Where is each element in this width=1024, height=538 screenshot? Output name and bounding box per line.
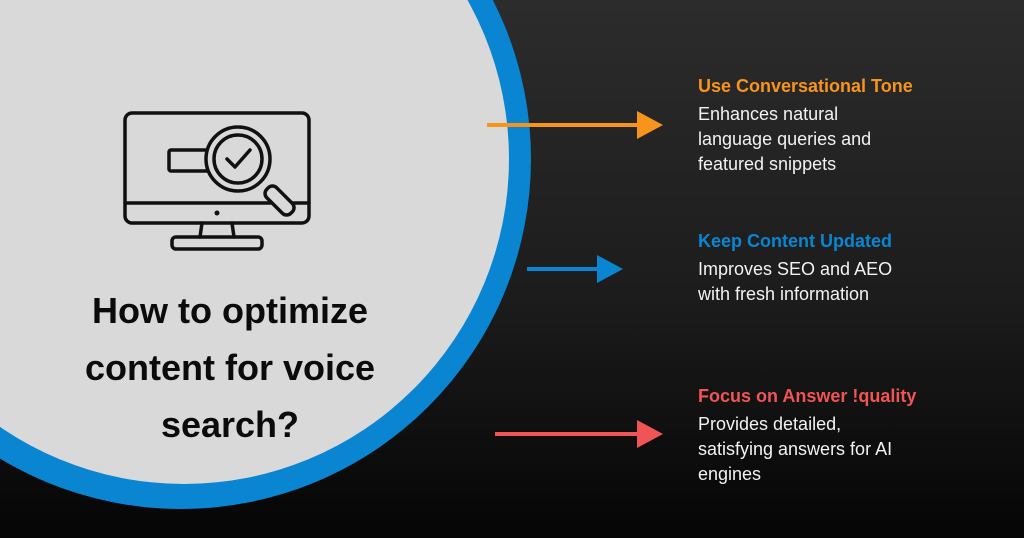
arrow-2-head [597,255,623,283]
arrow-1-shaft [487,123,639,127]
arrow-3 [495,420,663,448]
tip-answer-quality: Focus on Answer !quality Provides detail… [698,385,998,487]
tip-heading: Focus on Answer !quality [698,386,917,406]
page-title: How to optimize content for voice search… [84,290,376,445]
tip-conversational-tone: Use Conversational Tone Enhances natural… [698,75,998,177]
arrow-3-shaft [495,432,639,436]
tip-heading: Use Conversational Tone [698,76,913,96]
tip-description: Enhances natural language queries and fe… [698,104,872,174]
tip-heading: Keep Content Updated [698,231,893,251]
tip-description: Provides detailed, satisfying answers fo… [698,414,893,484]
arrow-2 [527,255,623,283]
monitor-magnifier-check-icon [123,111,311,251]
arrow-3-head [637,420,663,448]
arrow-2-shaft [527,267,599,271]
arrow-1 [487,111,663,139]
tip-description: Improves SEO and AEO with fresh informat… [698,259,893,304]
tip-keep-content-updated: Keep Content Updated Improves SEO and AE… [698,230,998,307]
arrow-1-head [637,111,663,139]
power-dot [214,210,220,216]
